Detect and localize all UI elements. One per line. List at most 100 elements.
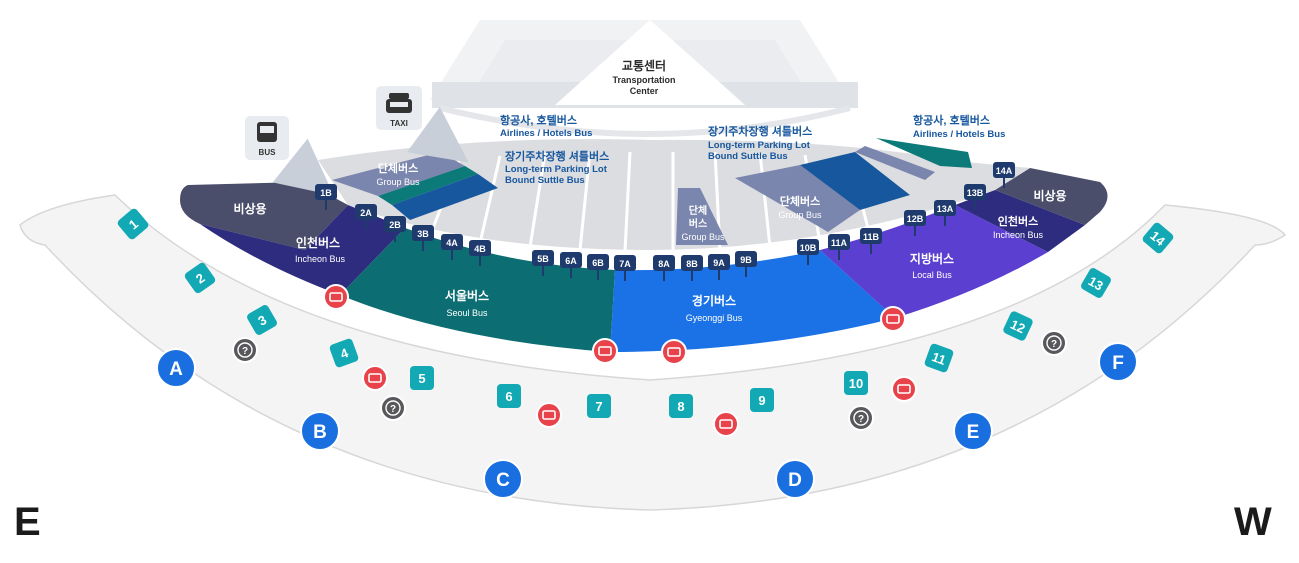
- bus-stop-label: 12B: [907, 214, 924, 224]
- gate-6[interactable]: 6: [497, 384, 521, 408]
- zone-incheon-left: [200, 205, 405, 295]
- gate-5[interactable]: 5: [410, 366, 434, 390]
- gyeonggi-label-en: Gyeonggi Bus: [686, 313, 743, 323]
- bus-stop-9b: 9B: [735, 251, 757, 277]
- airlines-left-callout-en: Airlines / Hotels Bus: [500, 128, 592, 139]
- bus-stop-6a: 6A: [560, 252, 582, 278]
- ticket-machine-icon: [661, 339, 687, 365]
- bus-stop-label: 6B: [592, 258, 604, 268]
- incheon-left-label: 인천버스: [296, 235, 340, 250]
- bus-stop-label: 11A: [831, 238, 848, 248]
- gate-1[interactable]: 1: [116, 207, 150, 241]
- bus-icon: BUS: [245, 116, 289, 160]
- exit-d[interactable]: D: [775, 459, 815, 499]
- group-right-label-en: Group Bus: [778, 210, 822, 220]
- gate-number: 8: [677, 399, 684, 414]
- bus-stop-3b: 3B: [412, 225, 434, 251]
- exit-f[interactable]: F: [1098, 342, 1138, 382]
- question-icon[interactable]: ?: [232, 337, 258, 363]
- group-right-label: 단체버스: [780, 194, 820, 208]
- gate-13[interactable]: 13: [1080, 267, 1113, 300]
- airlines-right-callout: 항공사, 호텔버스: [913, 113, 990, 127]
- ticket-machine-icon: [362, 365, 388, 391]
- bus-stop-label: 14A: [996, 166, 1013, 176]
- airlines-right-callout-en: Airlines / Hotels Bus: [913, 129, 1005, 140]
- bus-stop-label: 13A: [937, 204, 954, 214]
- exit-a[interactable]: A: [156, 348, 196, 388]
- center-label-en-1: Transportation: [612, 75, 675, 85]
- gate-9[interactable]: 9: [750, 388, 774, 412]
- gate-7[interactable]: 7: [587, 394, 611, 418]
- bus-stop-label: 9A: [713, 258, 725, 268]
- bus-label: BUS: [259, 148, 277, 157]
- local-label: 지방버스: [910, 251, 954, 266]
- exit-letter: D: [788, 470, 802, 491]
- group-mid-label-en: Group Bus: [681, 232, 725, 242]
- exit-e[interactable]: E: [953, 411, 993, 451]
- ticket-machine-icon: [891, 376, 917, 402]
- shuttle-left-callout-en1: Long-term Parking Lot: [505, 164, 608, 175]
- ticket-machine-icon: [592, 338, 618, 364]
- gate-4[interactable]: 4: [329, 338, 360, 369]
- zone-group-left: [332, 152, 465, 196]
- bay-dividers: [428, 151, 872, 252]
- bus-stop-8b: 8B: [681, 255, 703, 281]
- svg-text:?: ?: [858, 414, 864, 425]
- bus-stop-label: 2B: [389, 220, 401, 230]
- shuttle-left-callout-en2: Bound Suttle Bus: [505, 175, 585, 186]
- gate-14[interactable]: 14: [1141, 221, 1175, 255]
- emergency-left-label: 비상용: [233, 201, 266, 216]
- gate-3[interactable]: 3: [246, 304, 279, 337]
- zone-emergency-left: [180, 182, 348, 250]
- bus-stop-label: 11B: [863, 232, 880, 242]
- bus-stop-label: 4B: [474, 244, 486, 254]
- shuttle-left-callout: 장기주차장행 셔틀버스: [505, 149, 609, 163]
- zone-local: [820, 205, 1048, 318]
- seoul-label: 서울버스: [445, 288, 489, 303]
- incheon-right-label-en: Incheon Bus: [993, 230, 1044, 240]
- emergency-right-label: 비상용: [1033, 188, 1066, 203]
- exit-letter: C: [496, 470, 510, 491]
- gate-12[interactable]: 12: [1002, 310, 1034, 342]
- zone-airline-left: [378, 166, 478, 205]
- gate-number: 10: [849, 376, 863, 391]
- gate-number: 11: [930, 349, 948, 368]
- bus-stop-12b: 12B: [904, 210, 926, 236]
- bus-stop-label: 4A: [446, 238, 458, 248]
- gyeonggi-label: 경기버스: [692, 293, 736, 308]
- bus-stop-11b: 11B: [860, 228, 882, 254]
- bus-stop-label: 8A: [658, 259, 670, 269]
- exit-letter: B: [313, 422, 327, 443]
- seoul-label-en: Seoul Bus: [446, 308, 488, 318]
- ticket-machine-icon: [536, 402, 562, 428]
- zone-incheon-right: [955, 190, 1085, 252]
- gate-2[interactable]: 2: [183, 261, 216, 294]
- zone-shuttle-right: [800, 152, 910, 210]
- exit-c[interactable]: C: [483, 459, 523, 499]
- bus-stop-1b: 1B: [315, 184, 337, 210]
- group-left-label-en: Group Bus: [376, 177, 420, 187]
- zone-seoul: [340, 228, 615, 352]
- gate-10[interactable]: 10: [844, 371, 868, 395]
- gate-number: 5: [418, 371, 425, 386]
- incheon-right-label: 인천버스: [998, 214, 1038, 228]
- exit-letter: F: [1112, 353, 1124, 374]
- gate-11[interactable]: 11: [924, 343, 955, 374]
- transportation-center-building: [430, 20, 858, 137]
- center-label-en-2: Center: [630, 86, 659, 96]
- gate-8[interactable]: 8: [669, 394, 693, 418]
- incheon-left-label-en: Incheon Bus: [295, 254, 346, 264]
- bus-stop-label: 8B: [686, 259, 698, 269]
- zone-airline-right-1: [855, 146, 935, 180]
- compass-west: W: [1234, 500, 1272, 544]
- exit-b[interactable]: B: [300, 411, 340, 451]
- svg-text:?: ?: [390, 404, 396, 415]
- bus-stop-5b: 5B: [532, 250, 554, 276]
- bus-stop-4a: 4A: [441, 234, 463, 260]
- question-icon[interactable]: ?: [380, 395, 406, 421]
- airlines-left-callout: 항공사, 호텔버스: [500, 113, 577, 127]
- question-icon[interactable]: ?: [848, 405, 874, 431]
- question-icon[interactable]: ?: [1041, 330, 1067, 356]
- bus-stop-2b: 2B: [384, 216, 406, 242]
